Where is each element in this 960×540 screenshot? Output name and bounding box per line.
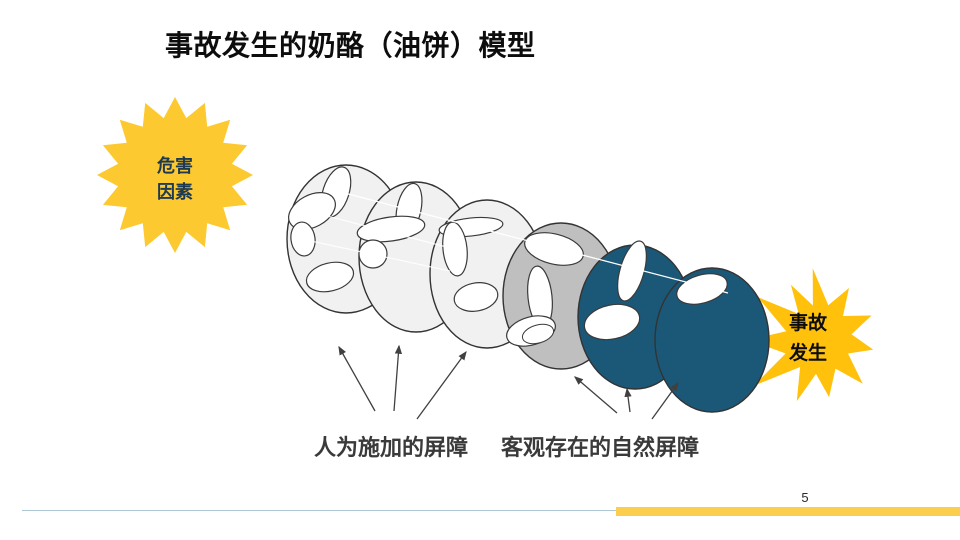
hazard-starburst-icon bbox=[97, 97, 253, 253]
hazard-star-line1: 危害 bbox=[157, 156, 193, 176]
arrow-to-slice-6 bbox=[651, 381, 679, 420]
hole bbox=[617, 240, 647, 302]
accident-starburst-icon bbox=[749, 268, 874, 402]
human-barriers-label: 人为施加的屏障 bbox=[314, 435, 469, 460]
hazard-star-label: 危害 因素 bbox=[125, 153, 225, 205]
hole bbox=[583, 303, 641, 341]
hole bbox=[305, 261, 355, 293]
arrow-to-slice-4 bbox=[574, 376, 618, 414]
footer-accent-bar bbox=[616, 507, 960, 516]
hole bbox=[521, 323, 555, 345]
accident-star-label: 事故 发生 bbox=[789, 309, 827, 369]
hole bbox=[288, 192, 336, 230]
trajectory-line bbox=[332, 189, 729, 294]
hole bbox=[676, 273, 728, 305]
arrow-to-slice-2 bbox=[393, 344, 403, 412]
trajectory-line bbox=[303, 209, 463, 252]
cheese-slice-6 bbox=[654, 267, 770, 413]
hazard-star-line2: 因素 bbox=[157, 182, 193, 202]
footer-divider-line bbox=[22, 510, 950, 511]
slide-title: 事故发生的奶酪（油饼）模型 bbox=[165, 30, 536, 61]
arrow-to-slice-5 bbox=[624, 387, 632, 413]
trajectory-line bbox=[296, 237, 451, 272]
natural-barriers-label: 客观存在的自然屏障 bbox=[501, 435, 700, 460]
arrow-to-slice-1 bbox=[338, 345, 376, 412]
hole bbox=[453, 282, 499, 312]
accident-star-line2: 发生 bbox=[789, 343, 828, 364]
slice-body bbox=[654, 267, 770, 413]
accident-star-line1: 事故 bbox=[789, 313, 828, 334]
hole bbox=[356, 215, 426, 243]
hole bbox=[524, 232, 584, 266]
page-number: 5 bbox=[801, 490, 809, 505]
arrow-to-slice-3 bbox=[416, 350, 467, 420]
